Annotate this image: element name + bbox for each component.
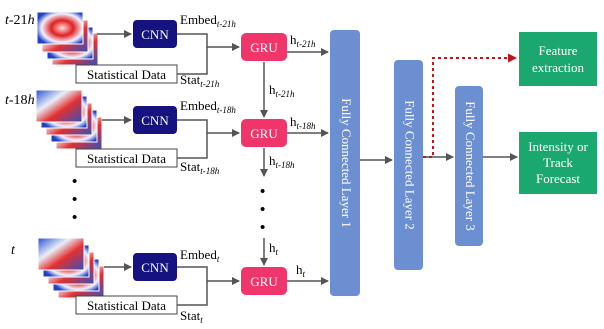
embed-label-row1: Embedt-21h <box>180 12 236 29</box>
cnn-block-row1: CNN <box>133 20 177 48</box>
arrow-fc2-feature-extraction <box>423 53 517 158</box>
hidden-label-row2-down: ht-18h <box>269 153 295 170</box>
embed-label-row3: Embedt <box>180 247 220 264</box>
svg-text:Track: Track <box>543 155 573 170</box>
gru-block-row1: GRU <box>241 33 287 61</box>
satellite-image-stack-row1 <box>36 11 99 66</box>
gru-chain-ellipsis: • • • <box>260 183 265 236</box>
connector-embed-row1 <box>177 33 240 51</box>
feature-extraction-box: Feature extraction <box>519 32 597 86</box>
svg-text:Intensity or: Intensity or <box>528 139 588 154</box>
svg-text:•: • <box>72 173 77 190</box>
stat-label-row1: Statt-21h <box>180 72 220 89</box>
svg-text:•: • <box>260 201 265 218</box>
svg-text:GRU: GRU <box>250 126 278 141</box>
hidden-label-row2-out: ht-18h <box>290 114 316 131</box>
svg-text:Forecast: Forecast <box>536 171 580 186</box>
stat-label-row3: Statt <box>180 308 203 325</box>
svg-text:Fully Connected Layer 1: Fully Connected Layer 1 <box>339 98 354 228</box>
hidden-label-row1-down: ht-21h <box>269 82 295 99</box>
svg-text:GRU: GRU <box>250 274 278 289</box>
hidden-label-row3-in: ht <box>269 240 279 257</box>
forecast-box: Intensity or Track Forecast <box>519 132 597 194</box>
connector-embed-row3 <box>177 266 240 285</box>
svg-text:•: • <box>260 219 265 236</box>
fc-layer-3: Fully Connected Layer 3 <box>455 86 483 246</box>
time-label-row1: t-21h <box>5 13 35 28</box>
svg-text:•: • <box>260 183 265 200</box>
gru-block-row3: GRU <box>241 267 287 295</box>
cnn-block-row2: CNN <box>133 106 177 134</box>
connector-stat-row1 <box>177 47 208 75</box>
svg-text:Statistical Data: Statistical Data <box>87 298 166 313</box>
svg-text:Fully Connected Layer 3: Fully Connected Layer 3 <box>463 101 478 231</box>
connector-stat-row3 <box>177 281 208 306</box>
embed-label-row2: Embedt-18h <box>180 98 236 115</box>
statistical-data-box-row3: Statistical Data <box>75 295 178 315</box>
stat-label-row2: Statt-18h <box>180 159 220 176</box>
satellite-image-stack-row2 <box>35 89 103 150</box>
statistical-data-box-row1: Statistical Data <box>75 64 178 84</box>
time-label-row3: t <box>11 243 16 258</box>
svg-text:GRU: GRU <box>250 40 278 55</box>
svg-text:•: • <box>72 191 77 208</box>
svg-text:Fully Connected Layer 2: Fully Connected Layer 2 <box>403 100 418 230</box>
connector-embed-row2 <box>177 119 240 137</box>
svg-text:Statistical Data: Statistical Data <box>87 67 166 82</box>
svg-text:•: • <box>72 209 77 226</box>
svg-text:Statistical Data: Statistical Data <box>87 151 166 166</box>
hidden-label-row3-out: ht <box>296 262 306 279</box>
svg-text:extraction: extraction <box>532 60 584 75</box>
statistical-data-box-row2: Statistical Data <box>75 148 178 168</box>
satellite-image-stack-row3 <box>37 237 105 299</box>
row-ellipsis: • • • <box>72 173 77 226</box>
gru-block-row2: GRU <box>241 119 287 147</box>
svg-text:CNN: CNN <box>141 27 169 42</box>
svg-text:CNN: CNN <box>141 260 169 275</box>
cnn-block-row3: CNN <box>133 253 177 281</box>
hidden-label-row1-out: ht-21h <box>290 32 316 49</box>
connector-stat-row2 <box>177 133 208 159</box>
svg-text:CNN: CNN <box>141 113 169 128</box>
time-label-row2: t-18h <box>5 93 35 108</box>
svg-text:Feature: Feature <box>539 43 578 58</box>
fc-layer-2: Fully Connected Layer 2 <box>394 60 423 270</box>
fc-layer-1: Fully Connected Layer 1 <box>330 30 360 296</box>
